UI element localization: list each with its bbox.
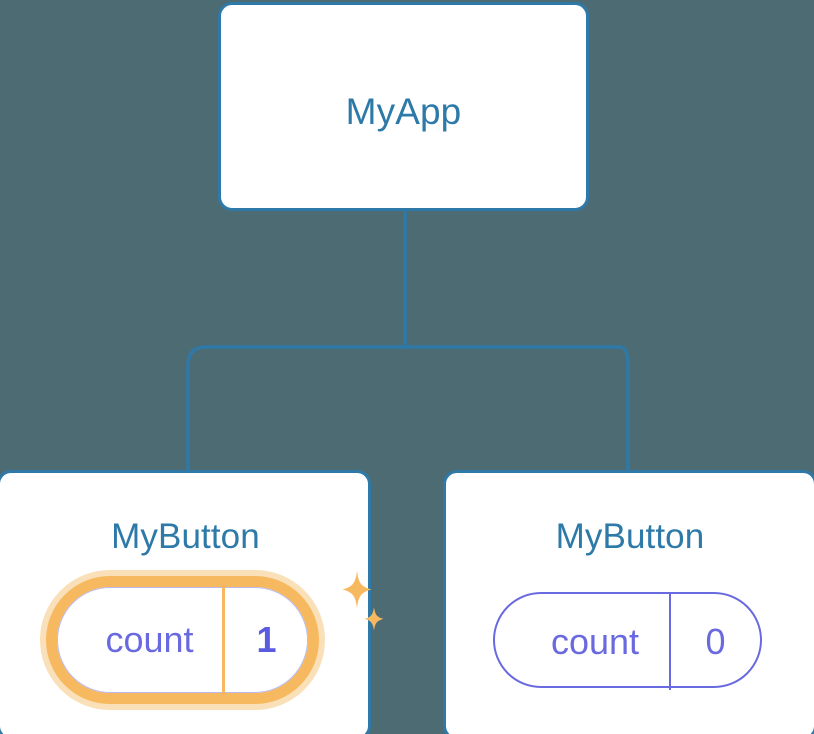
prop-key-label: count — [105, 619, 194, 660]
component-node-root-title: MyApp — [345, 91, 462, 132]
prop-pill-highlighted[interactable]: count 1 — [31, 561, 384, 721]
prop-value-label: 0 — [669, 594, 760, 690]
prop-pill-content: count 1 — [57, 587, 308, 693]
prop-pill-body: count 0 — [493, 592, 762, 690]
prop-pill-highlight-ring — [46, 576, 319, 704]
prop-pill-plain[interactable]: count 0 — [493, 592, 762, 690]
component-node-child-1-title: MyButton — [555, 517, 705, 556]
component-node-child-0-title: MyButton — [111, 517, 260, 556]
prop-pill-glow-ring — [40, 570, 325, 710]
connector-bus — [186, 345, 630, 473]
component-node-root[interactable]: MyApp — [218, 2, 589, 211]
prop-value-label: 1 — [222, 587, 308, 693]
prop-key-label: count — [550, 621, 640, 662]
